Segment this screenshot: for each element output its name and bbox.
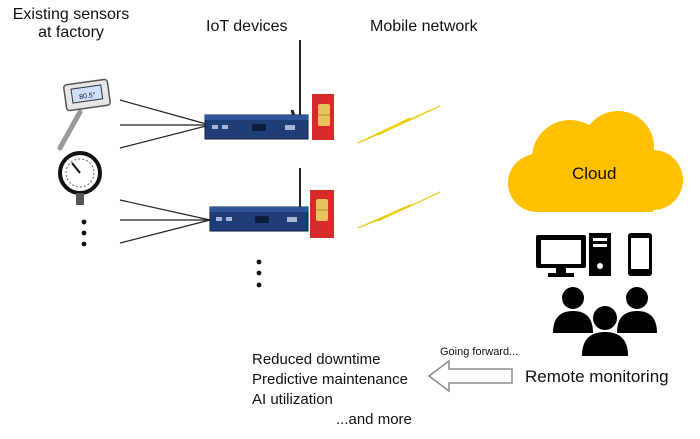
smartphone-icon bbox=[628, 233, 652, 276]
sim-card-icon bbox=[310, 190, 334, 238]
sensors-heading-line1: Existing sensors bbox=[12, 6, 130, 23]
outcome-item: Reduced downtime bbox=[252, 351, 381, 368]
sim-card-icon bbox=[312, 94, 334, 140]
outcomes-list: Reduced downtime Predictive maintenance … bbox=[252, 350, 408, 410]
router-icon bbox=[204, 40, 309, 140]
mobile-network-heading: Mobile network bbox=[370, 18, 478, 35]
cloud-icon bbox=[508, 111, 683, 212]
desktop-computer-icon bbox=[536, 235, 586, 277]
pressure-gauge-icon bbox=[58, 151, 102, 205]
lightning-icon bbox=[357, 105, 441, 144]
iot-devices-heading: IoT devices bbox=[206, 18, 288, 35]
device-more-dots bbox=[256, 259, 262, 288]
lightning-icon bbox=[357, 191, 441, 229]
thermometer-sensor-icon: 80.5° bbox=[57, 78, 111, 151]
sensors-heading-line2: at factory bbox=[38, 24, 104, 42]
outcome-item: AI utilization bbox=[252, 391, 333, 408]
sensor-connection-lines bbox=[119, 99, 211, 244]
and-more-label: ...and more bbox=[336, 411, 412, 428]
left-arrow-icon bbox=[427, 359, 513, 393]
thermometer-readout: 80.5° bbox=[79, 91, 97, 101]
cloud-label: Cloud bbox=[572, 164, 617, 183]
sensors-heading: Existing sensors at factory bbox=[8, 6, 134, 43]
going-forward-label: Going forward... bbox=[440, 346, 519, 358]
tower-pc-icon bbox=[589, 233, 611, 276]
remote-monitoring-label: Remote monitoring bbox=[525, 367, 669, 386]
users-group-icon bbox=[553, 287, 657, 356]
outcome-item: Predictive maintenance bbox=[252, 371, 408, 388]
sensor-more-dots bbox=[81, 219, 87, 247]
router-icon bbox=[209, 168, 309, 232]
